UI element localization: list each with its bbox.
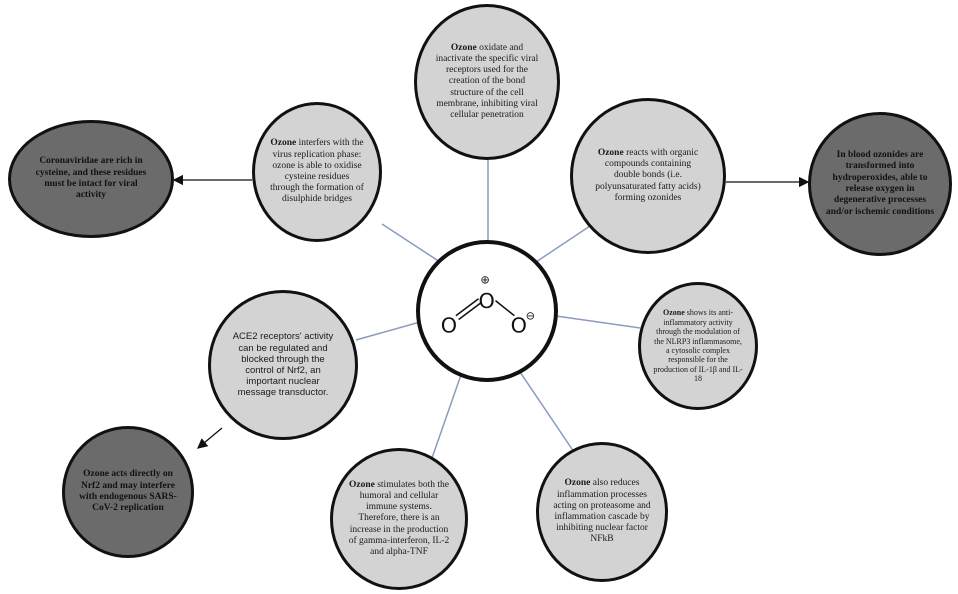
node-far-left-nrf2: Ozone acts directly on Nrf2 and may inte…	[62, 426, 194, 558]
connector-upper-right	[535, 221, 597, 263]
arrow-to-far-left-bottom	[197, 427, 223, 449]
node-bottom-right-nfkb: Ozone also reduces inflammation processe…	[536, 442, 668, 582]
connector-bottom-right	[519, 371, 575, 453]
atom-o-right: O	[511, 314, 527, 338]
node-bold: Ozone	[450, 42, 477, 53]
node-bold: Ozone	[564, 478, 591, 489]
node-text: reacts with organic compounds containing…	[595, 147, 701, 203]
node-bold: Ozone	[270, 138, 297, 149]
negative-charge-icon: ⊖	[526, 308, 535, 322]
node-upper-left-replication: Ozone interfers with the virus replicati…	[252, 102, 382, 242]
node-bold: Ozone	[348, 479, 375, 490]
node-bold: Ozone	[662, 308, 685, 318]
node-text: Ozone acts directly on Nrf2 and may inte…	[79, 469, 177, 514]
node-text: also reduces inflammation processes acti…	[553, 478, 651, 545]
connector-upper-left	[381, 223, 441, 263]
node-text: interfers with the virus replication pha…	[270, 138, 364, 205]
node-text: shows its anti-inflammatory activity thr…	[653, 308, 743, 384]
node-text: oxidate and inactivate the specific vira…	[435, 42, 539, 120]
ozone-structure-icon: O O O ⊕ ⊖	[441, 273, 535, 338]
node-mid-right-nlrp3: Ozone shows its anti-inflammatory activi…	[638, 282, 758, 410]
node-far-right-hydroperoxides: In blood ozonides are transformed into h…	[808, 112, 952, 256]
connector-mid-left	[355, 321, 421, 341]
node-bold: Ozone	[597, 147, 624, 158]
ozone-molecule-node: O O O ⊕ ⊖	[416, 240, 558, 382]
atom-o-center: O	[479, 289, 495, 313]
node-top-viral-receptors: Ozone oxidate and inactivate the specifi…	[414, 4, 560, 160]
node-mid-left-ace2: ACE2 receptors' activity can be regulate…	[208, 290, 358, 440]
positive-charge-icon: ⊕	[480, 273, 489, 287]
node-bottom-center-immune: Ozone stimulates both the humoral and ce…	[330, 448, 468, 590]
node-text: In blood ozonides are transformed into h…	[825, 149, 935, 217]
node-upper-right-ozonides: Ozone reacts with organic compounds cont…	[570, 98, 726, 254]
atom-o-left: O	[441, 314, 457, 338]
node-text: ACE2 receptors' activity can be regulate…	[232, 331, 334, 399]
node-text: stimulates both the humoral and cellular…	[348, 479, 450, 557]
node-text: Coronaviridae are rich in cysteine, and …	[35, 156, 147, 201]
connector-bottom-center	[431, 371, 463, 459]
connector-mid-right	[555, 315, 641, 329]
node-far-left-cysteine: Coronaviridae are rich in cysteine, and …	[8, 120, 174, 238]
